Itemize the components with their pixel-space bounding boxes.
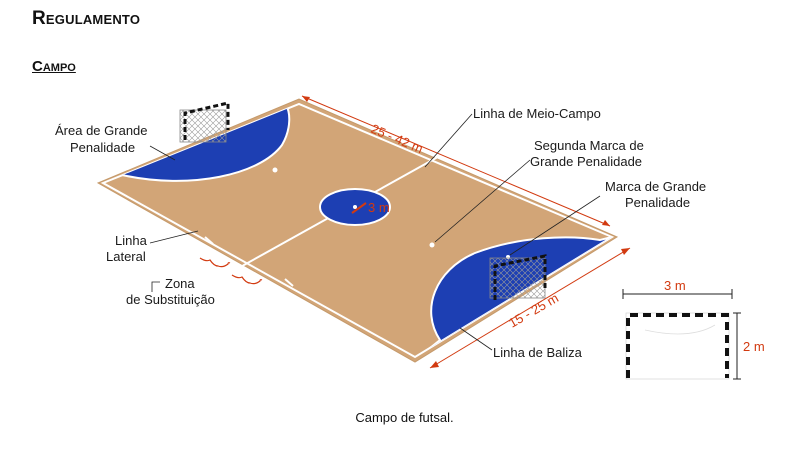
page-title: Regulamento xyxy=(32,8,141,29)
leader-sub-zone xyxy=(151,281,160,292)
goal-height-label: 2 m xyxy=(743,339,765,354)
width-dimension-line xyxy=(429,247,631,369)
goal-detail: 3 m 2 m xyxy=(622,278,765,380)
length-dimension-line xyxy=(301,95,611,227)
label-halfway-line: Linha de Meio-Campo xyxy=(473,106,601,121)
label-penalty-area-1: Área de Grande xyxy=(55,123,148,138)
leader-penalty-mark xyxy=(509,195,601,256)
leader-goal-line xyxy=(459,327,493,351)
leader-second-mark xyxy=(434,159,531,243)
label-second-mark-1: Segunda Marca de xyxy=(534,138,644,153)
radius-label: 3 m xyxy=(368,200,390,215)
section-subtitle: Campo xyxy=(32,58,76,75)
goal-left xyxy=(179,101,230,143)
radius-arrow xyxy=(351,202,367,214)
sub-zone-tick-1 xyxy=(204,236,214,245)
label-second-mark-2: Grande Penalidade xyxy=(530,154,642,169)
leader-halfway-line xyxy=(424,113,473,168)
label-sideline-2: Lateral xyxy=(106,249,146,264)
figure-caption: Campo de futsal. xyxy=(355,410,454,425)
second-penalty-mark-right xyxy=(429,242,435,248)
label-penalty-area-2: Penalidade xyxy=(70,140,135,155)
leader-penalty-area xyxy=(149,145,176,161)
sub-zone-brace-2 xyxy=(231,274,263,285)
second-penalty-mark-left xyxy=(272,167,278,173)
label-sub-zone-1: Zona xyxy=(165,276,195,291)
goal-right xyxy=(489,254,547,300)
label-goal-line: Linha de Baliza xyxy=(493,345,583,360)
center-spot xyxy=(353,205,357,209)
label-sideline-1: Linha xyxy=(115,233,148,248)
sub-zone-brace-1 xyxy=(199,257,231,268)
sub-zone-tick-2 xyxy=(284,278,294,287)
goal-width-label: 3 m xyxy=(664,278,686,293)
goal-frame xyxy=(626,313,729,378)
label-sub-zone-2: de Substituição xyxy=(126,292,215,307)
leader-sideline xyxy=(149,230,199,244)
label-penalty-mark-1: Marca de Grande xyxy=(605,179,706,194)
label-penalty-mark-2: Penalidade xyxy=(625,195,690,210)
